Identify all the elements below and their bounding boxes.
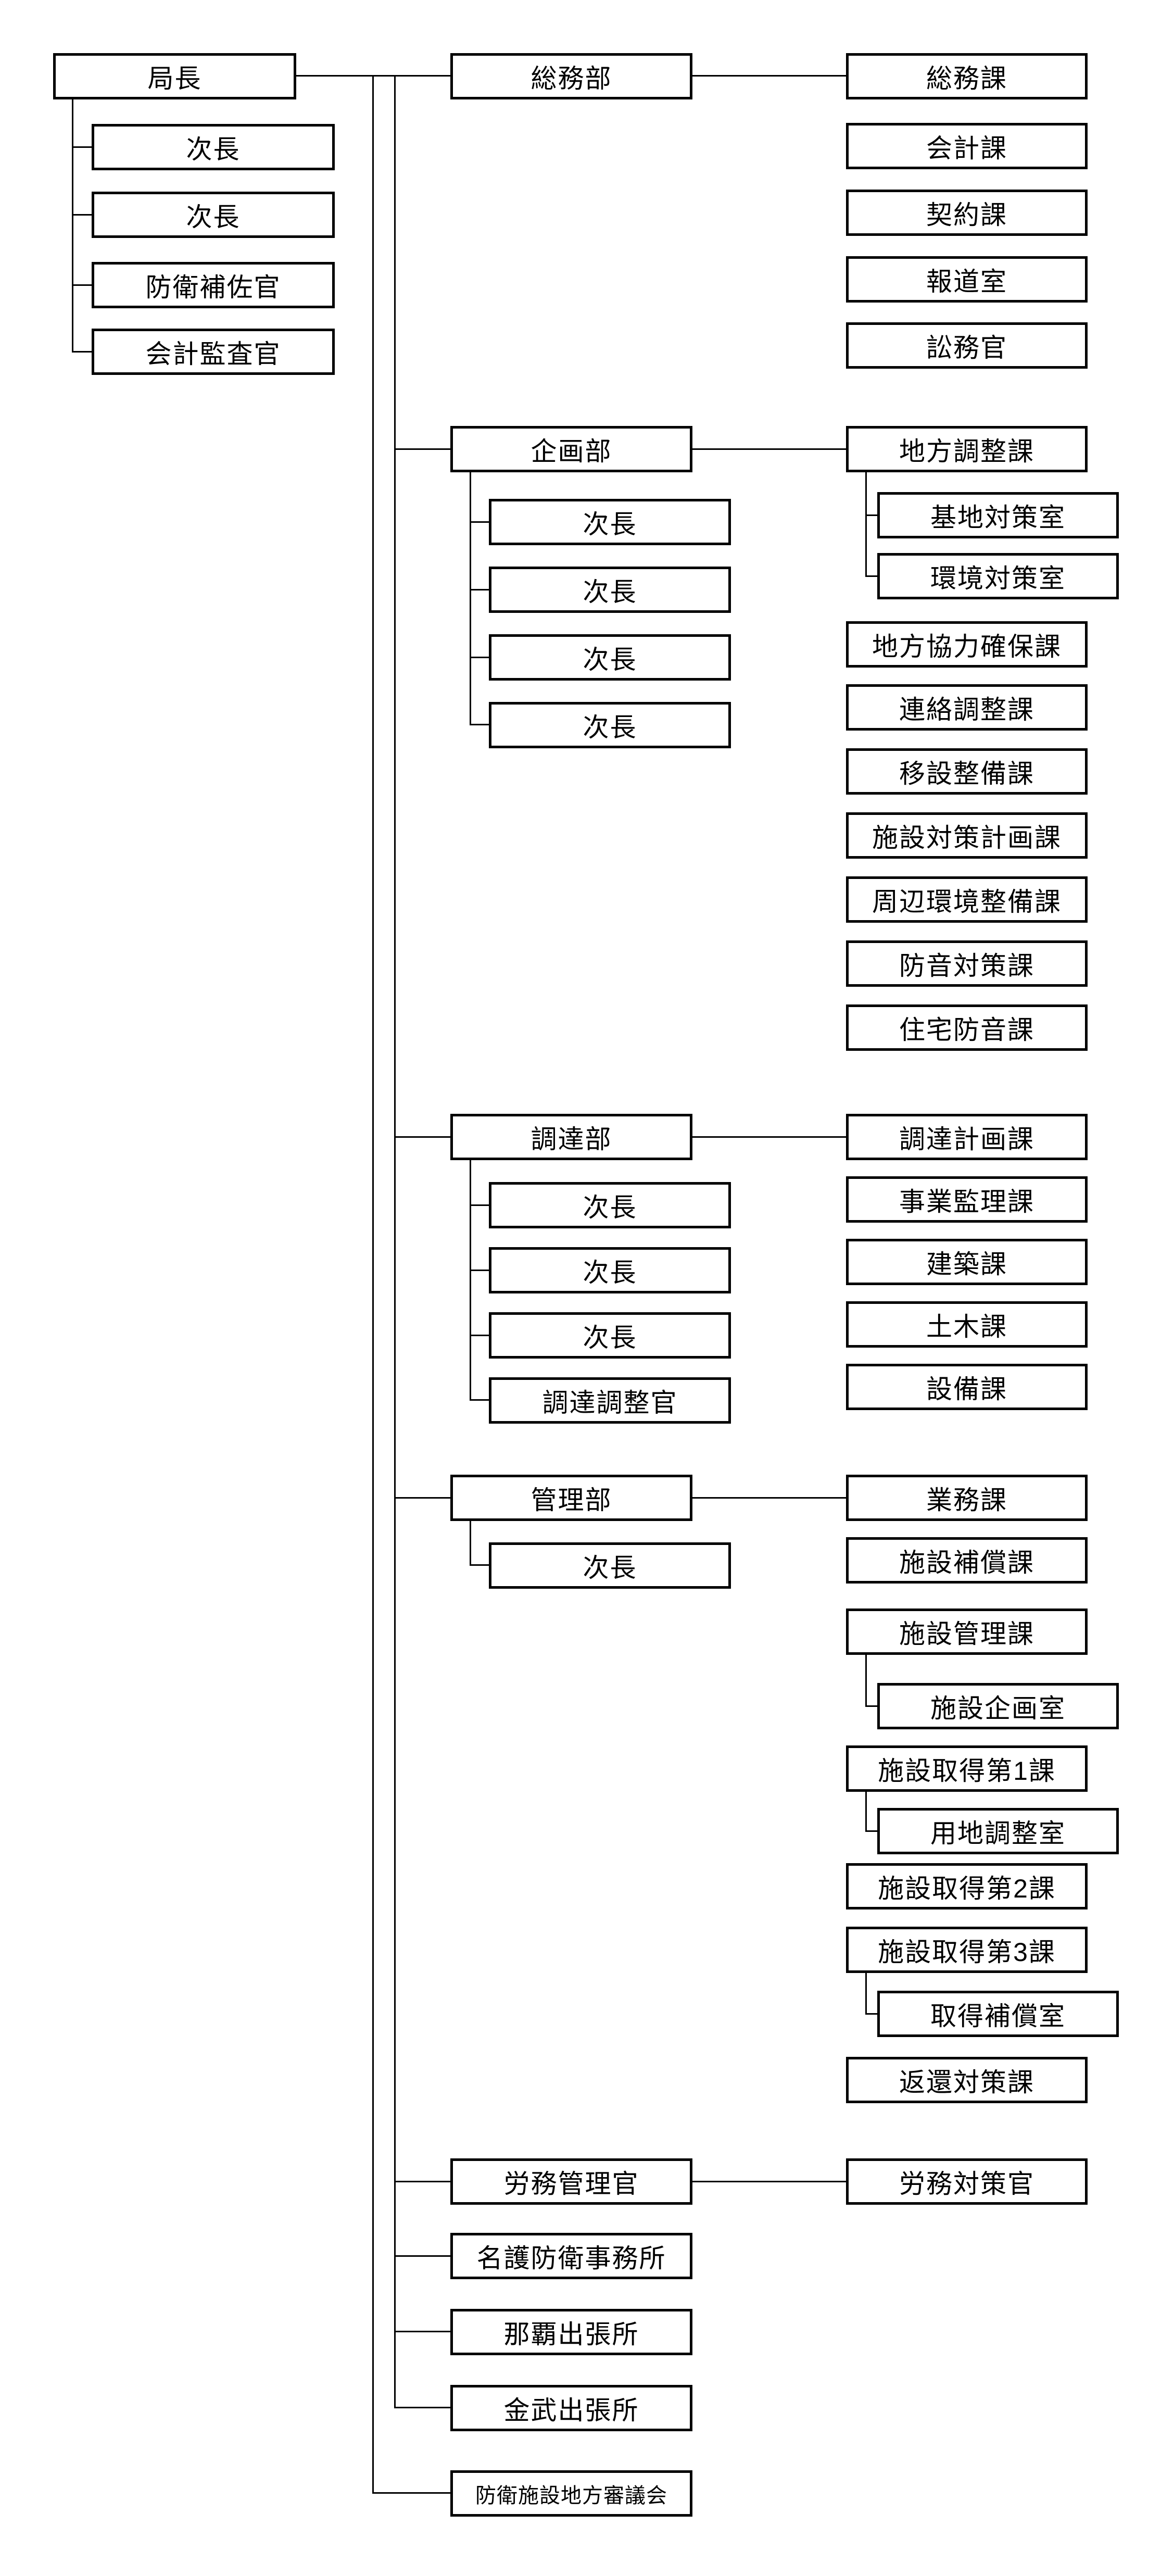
connector-stub: [470, 1399, 489, 1401]
regional-coordination-division-box: 地方調整課: [846, 426, 1088, 472]
return-countermeasures-division-box: 返還対策課: [846, 2057, 1088, 2103]
accounting-division-box: 会計課: [846, 123, 1088, 169]
connector-stub: [470, 1335, 489, 1336]
operations-division-box: 業務課: [846, 1475, 1088, 1521]
connector-stub: [470, 657, 489, 658]
connector-director-to-trunk: [296, 75, 450, 77]
facilities-compensation-division-box: 施設補償課: [846, 1537, 1088, 1584]
project-supervision-division-box: 事業監理課: [846, 1176, 1088, 1223]
equipment-division-box: 設備課: [846, 1364, 1088, 1410]
trunk-line-departments: [394, 76, 396, 2408]
accounting-auditor-box: 会計監査官: [92, 329, 335, 375]
acquisition-compensation-office-box: 取得補償室: [877, 1991, 1119, 2037]
procurement-dept-box: 調達部: [450, 1114, 692, 1160]
press-office-box: 報道室: [846, 256, 1088, 303]
connector-council-elbow: [372, 2492, 450, 2494]
connector-stub: [865, 1830, 877, 1832]
procurement-coordination-officer-box: 調達調整官: [489, 1377, 731, 1424]
connector-stub: [72, 146, 92, 148]
housing-soundproofing-division-box: 住宅防音課: [846, 1004, 1088, 1051]
connector-chotatsubu-to-division: [692, 1136, 846, 1138]
connector-stub: [865, 1705, 877, 1707]
trunk-line-council: [372, 76, 374, 2494]
connector-stub: [394, 1497, 450, 1499]
litigation-officer-box: 訟務官: [846, 322, 1088, 369]
labor-countermeasures-officer-box: 労務対策官: [846, 2158, 1088, 2205]
connector-chiho-chosei-office-spine: [865, 472, 867, 577]
connector-shisetsu-kanri-office-spine: [865, 1655, 867, 1707]
planning-deputy-director-box-4: 次長: [489, 702, 731, 748]
environmental-countermeasures-office-box: 環境対策室: [877, 553, 1119, 599]
planning-dept-box: 企画部: [450, 426, 692, 472]
connector-stub: [470, 1204, 489, 1206]
procurement-deputy-director-box-3: 次長: [489, 1312, 731, 1359]
facilities-management-division-box: 施設管理課: [846, 1609, 1088, 1655]
connector-stub: [470, 1564, 489, 1566]
connector-stub: [470, 724, 489, 725]
procurement-deputy-director-box-1: 次長: [489, 1182, 731, 1228]
connector-somubu-to-somuka: [692, 75, 846, 77]
connector-acquisition3-office-spine: [865, 1973, 867, 2015]
connector-stub: [470, 589, 489, 590]
management-dept-box: 管理部: [450, 1475, 692, 1521]
procurement-planning-division-box: 調達計画課: [846, 1114, 1088, 1160]
defense-aide-officer-box: 防衛補佐官: [92, 262, 335, 308]
civil-engineering-division-box: 土木課: [846, 1301, 1088, 1348]
connector-stub: [394, 1136, 450, 1138]
connector-stub: [394, 2255, 450, 2257]
noise-countermeasures-division-box: 防音対策課: [846, 940, 1088, 987]
deputy-director-box-2: 次長: [92, 192, 335, 238]
management-deputy-director-box: 次長: [489, 1542, 731, 1589]
director-general-box: 局長: [53, 53, 296, 99]
connector-stub: [72, 214, 92, 216]
connector-stub: [72, 351, 92, 353]
nago-defense-office-box: 名護防衛事務所: [450, 2233, 692, 2279]
connector-acquisition1-office-spine: [865, 1792, 867, 1832]
connector-romu-to-division: [692, 2181, 846, 2182]
connector-stub: [394, 2331, 450, 2332]
connector-stub: [470, 521, 489, 523]
connector-stub: [72, 284, 92, 286]
facilities-acquisition-2nd-division-box: 施設取得第2課: [846, 1863, 1088, 1909]
planning-deputy-director-box-3: 次長: [489, 634, 731, 681]
procurement-deputy-director-box-2: 次長: [489, 1247, 731, 1293]
connector-kanribu-to-division: [692, 1497, 846, 1499]
labor-management-officer-box: 労務管理官: [450, 2158, 692, 2205]
connector-kikakubu-to-division: [692, 448, 846, 450]
planning-deputy-director-box-1: 次長: [489, 499, 731, 545]
architecture-division-box: 建築課: [846, 1239, 1088, 1285]
kin-branch-office-box: 金武出張所: [450, 2385, 692, 2431]
naha-branch-office-box: 那覇出張所: [450, 2309, 692, 2355]
connector-stub: [865, 575, 877, 577]
regional-cooperation-division-box: 地方協力確保課: [846, 621, 1088, 668]
connector-procurement-deputy-spine: [470, 1160, 471, 1401]
base-countermeasures-office-box: 基地対策室: [877, 492, 1119, 538]
surrounding-environment-development-division-box: 周辺環境整備課: [846, 876, 1088, 923]
connector-stub: [865, 514, 877, 516]
contracts-division-box: 契約課: [846, 190, 1088, 236]
deputy-director-box-1: 次長: [92, 124, 335, 170]
defense-facilities-regional-council-box: 防衛施設地方審議会: [450, 2470, 692, 2517]
planning-deputy-director-box-2: 次長: [489, 567, 731, 613]
general-affairs-division-box: 総務課: [846, 53, 1088, 99]
connector-stub: [394, 2407, 450, 2408]
general-affairs-dept-box: 総務部: [450, 53, 692, 99]
connector-stub: [865, 2013, 877, 2015]
facilities-acquisition-1st-division-box: 施設取得第1課: [846, 1745, 1088, 1792]
liaison-coordination-division-box: 連絡調整課: [846, 684, 1088, 731]
land-coordination-office-box: 用地調整室: [877, 1808, 1119, 1854]
connector-management-deputy-spine: [470, 1521, 471, 1566]
connector-stub: [394, 2181, 450, 2182]
connector-stub: [394, 448, 450, 450]
connector-planning-deputy-spine: [470, 472, 471, 725]
connector-director-staff-spine: [72, 99, 73, 353]
connector-stub: [470, 1270, 489, 1271]
facilities-planning-office-box: 施設企画室: [877, 1683, 1119, 1729]
facilities-acquisition-3rd-division-box: 施設取得第3課: [846, 1927, 1088, 1973]
facilities-countermeasures-planning-division-box: 施設対策計画課: [846, 812, 1088, 859]
relocation-development-division-box: 移設整備課: [846, 748, 1088, 795]
